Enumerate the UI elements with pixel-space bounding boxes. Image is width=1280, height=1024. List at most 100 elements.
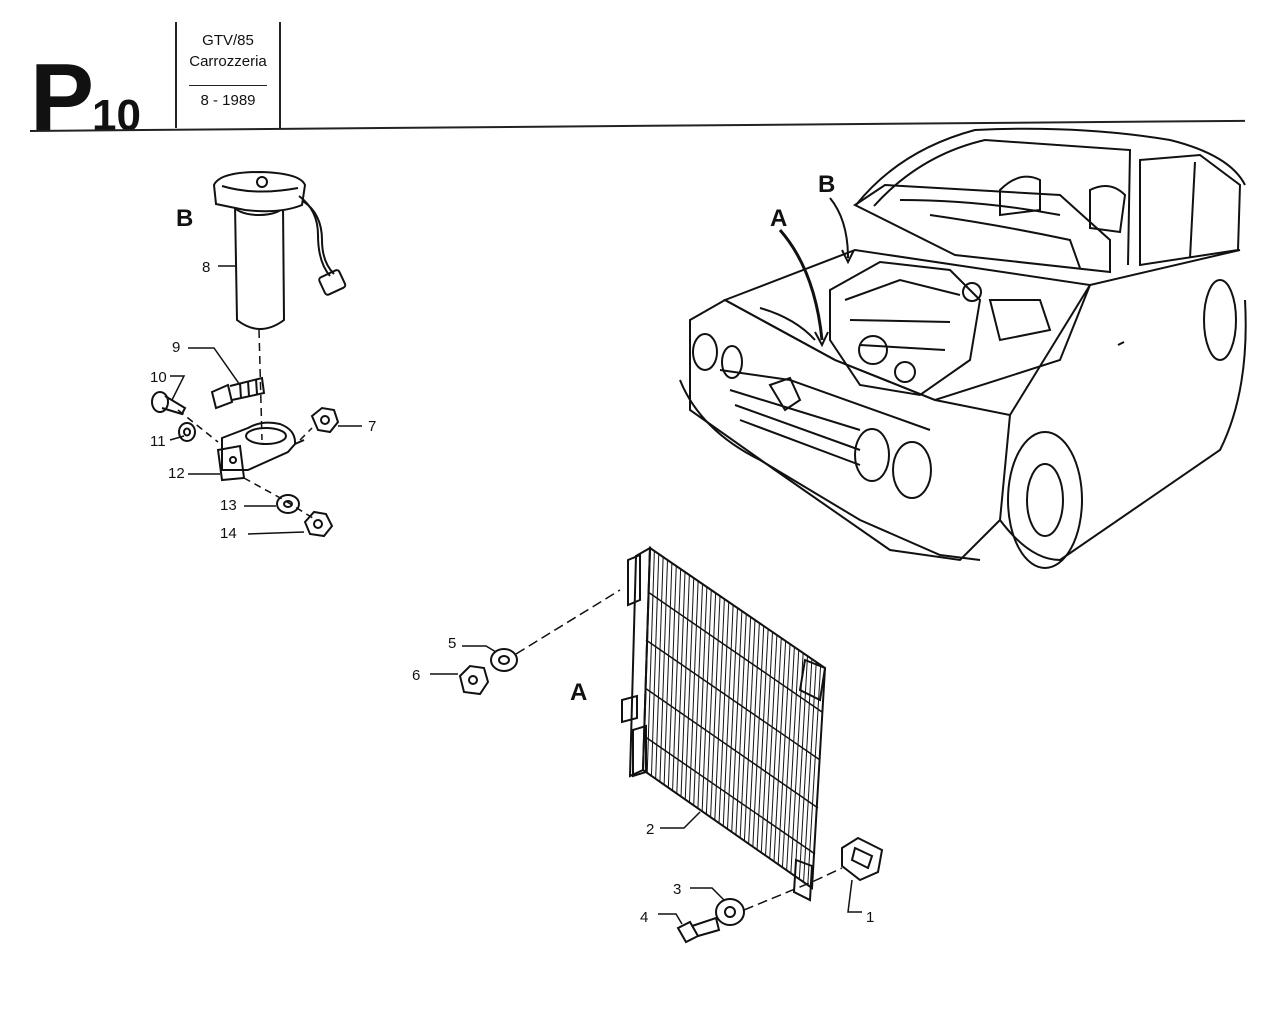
car-seat-right (1089, 185, 1127, 234)
car-hood-open (853, 183, 1111, 274)
car-windshield (873, 138, 1132, 266)
condenser-callouts: 5 6 2 3 4 1 (412, 635, 874, 926)
condenser-lower-fitting (621, 694, 638, 724)
car-label-a: A (770, 205, 787, 232)
condenser-fin (693, 583, 703, 806)
condenser-fin (739, 616, 752, 838)
arrowhead-b (841, 249, 855, 265)
nut-7 (310, 406, 340, 434)
washer-5 (490, 648, 518, 672)
car-label-b: B (818, 171, 835, 198)
screw-10 (151, 391, 187, 416)
washer-5-hole (498, 655, 510, 665)
callout-2: 2 (646, 821, 654, 838)
arrow-b (829, 197, 849, 259)
condenser-fin (667, 565, 677, 788)
condenser-fin (646, 550, 655, 773)
nut-14 (303, 510, 334, 538)
car-grille-badge (768, 376, 802, 412)
condenser-fin (786, 649, 800, 871)
section-label: Carrozzeria (189, 53, 267, 70)
leader-4 (658, 913, 683, 925)
callout-11: 11 (150, 433, 166, 450)
washer-3 (715, 898, 745, 926)
condenser-right-bracket-top (798, 658, 827, 702)
washer-11 (178, 422, 196, 442)
dryer-assembly: B (151, 170, 362, 538)
condenser-fin (680, 574, 690, 797)
condenser-right-bracket-bottom (792, 858, 814, 902)
title-box: GTV/85 Carrozzeria 8 - 1989 (175, 22, 281, 128)
car-headlight-right-inner (854, 428, 890, 482)
car-rear-wheel (1203, 279, 1237, 361)
arrowhead-a (814, 331, 829, 348)
car-front-wheel-hub (1026, 463, 1064, 537)
condenser-fin (676, 571, 686, 794)
bolt-4 (676, 916, 721, 944)
car-headlight-left-outer (692, 333, 718, 371)
assembly-line-7 (299, 427, 313, 441)
dryer-callouts: 8 9 10 11 12 13 14 7 (150, 259, 376, 542)
condenser-fin (684, 577, 695, 800)
page-code-letter: P (30, 44, 94, 151)
washer-3-hole (724, 906, 736, 918)
condenser-fin (760, 631, 773, 853)
group-label-a: A (570, 679, 587, 706)
condenser-fin (803, 661, 817, 883)
condenser-fin (714, 598, 725, 821)
car-headlight-right-outer (892, 441, 932, 499)
title-separator (189, 85, 267, 86)
condenser-fin (701, 589, 712, 812)
car-wiper (929, 214, 1081, 269)
condenser-fin (756, 628, 769, 850)
condenser-fin (773, 640, 787, 862)
callout-6: 6 (412, 667, 420, 684)
model-label: GTV/85 (202, 32, 254, 49)
assembly-line-5 (515, 589, 621, 655)
car-fender-line (1009, 249, 1241, 416)
condenser-fin (777, 643, 791, 865)
condenser-upper-fitting (627, 553, 641, 607)
car-engine-bay (722, 248, 1092, 402)
car-window-pillar (1189, 161, 1196, 259)
car-headlight-left-inner (721, 345, 743, 379)
condenser-fin (807, 664, 822, 886)
condenser-fin (697, 586, 708, 809)
condenser-fin (765, 634, 778, 856)
callout-5: 5 (448, 635, 456, 652)
car-seat-left (999, 175, 1041, 217)
condenser-fin (663, 562, 673, 785)
callout-7: 7 (368, 418, 376, 435)
car-bumper (679, 379, 981, 561)
condenser-fin (672, 568, 682, 791)
callout-1: 1 (866, 909, 874, 926)
callout-3: 3 (673, 881, 681, 898)
group-label-b: B (176, 205, 193, 232)
car-side-marker (1117, 341, 1125, 346)
condenser-left-bracket (632, 724, 647, 778)
arrow-a (778, 229, 824, 341)
leader-9 (188, 347, 241, 386)
receiver-dryer-cylinder (212, 170, 347, 330)
engine-block (759, 260, 1052, 397)
car-side-body (999, 299, 1247, 562)
leader-11 (169, 435, 185, 441)
callout-4: 4 (640, 909, 648, 926)
condenser-cross-bars (643, 591, 823, 855)
leader-2 (660, 811, 701, 829)
condenser-fin (735, 613, 747, 835)
leader-10 (170, 375, 186, 401)
callout-14: 14 (220, 525, 237, 542)
assembly-line-3 (743, 867, 843, 911)
washer-11-hole (183, 427, 191, 437)
condenser-fin (718, 601, 730, 824)
bracket-1 (841, 836, 884, 882)
condenser-fin (748, 622, 760, 844)
callout-10: 10 (150, 369, 167, 386)
date-label: 8 - 1989 (200, 92, 256, 109)
condenser-fins (646, 550, 822, 886)
assembly-line-10 (177, 409, 219, 443)
callout-12: 12 (168, 465, 185, 482)
condenser-fin (655, 556, 664, 779)
